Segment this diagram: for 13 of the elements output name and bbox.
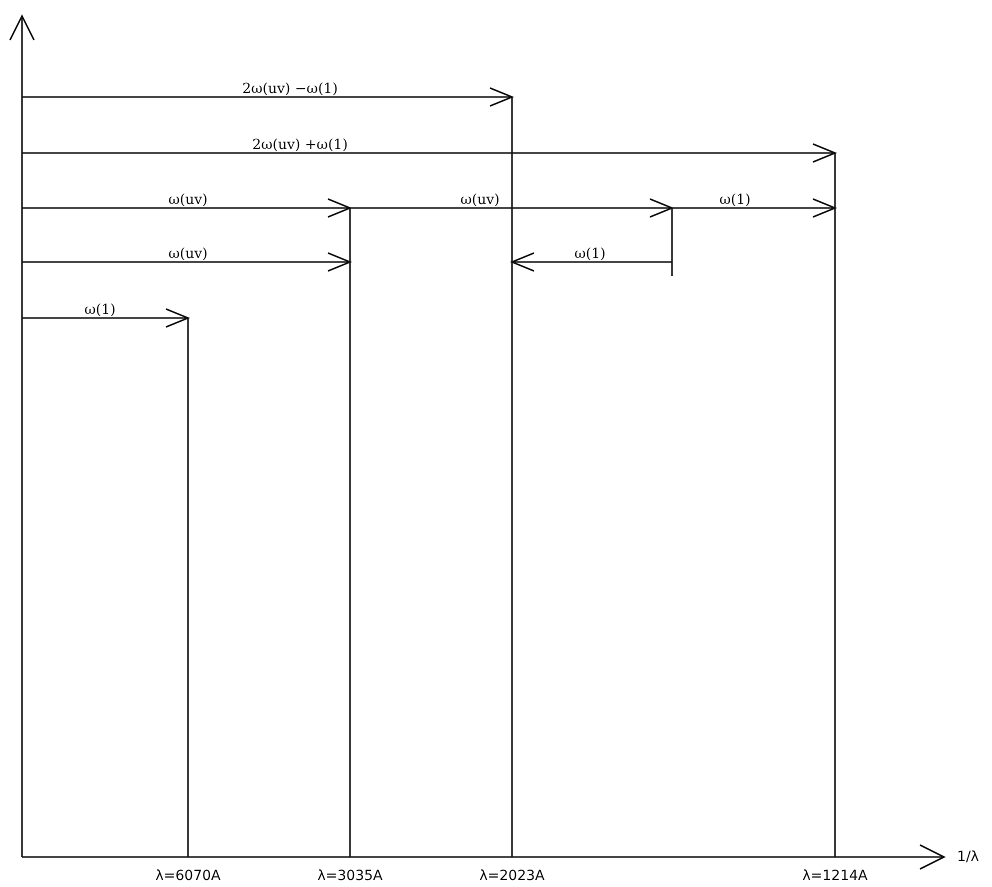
frequency-label: ω(uv)	[168, 192, 208, 208]
wavelength-label: λ=2023A	[479, 868, 545, 884]
frequency-label: 2ω(uv) −ω(1)	[242, 81, 338, 97]
frequency-label: ω(uv)	[460, 192, 500, 208]
wavelength-label: λ=1214A	[802, 868, 868, 884]
axis-label: 1/λ	[957, 849, 979, 865]
wavelength-label: λ=3035A	[317, 868, 383, 884]
frequency-label: ω(1)	[574, 246, 606, 262]
wavelength-label: λ=6070A	[155, 868, 221, 884]
frequency-label: ω(uv)	[168, 246, 208, 262]
frequency-label: ω(1)	[719, 192, 751, 208]
frequency-label: 2ω(uv) +ω(1)	[252, 137, 348, 153]
frequency-label: ω(1)	[84, 302, 116, 318]
